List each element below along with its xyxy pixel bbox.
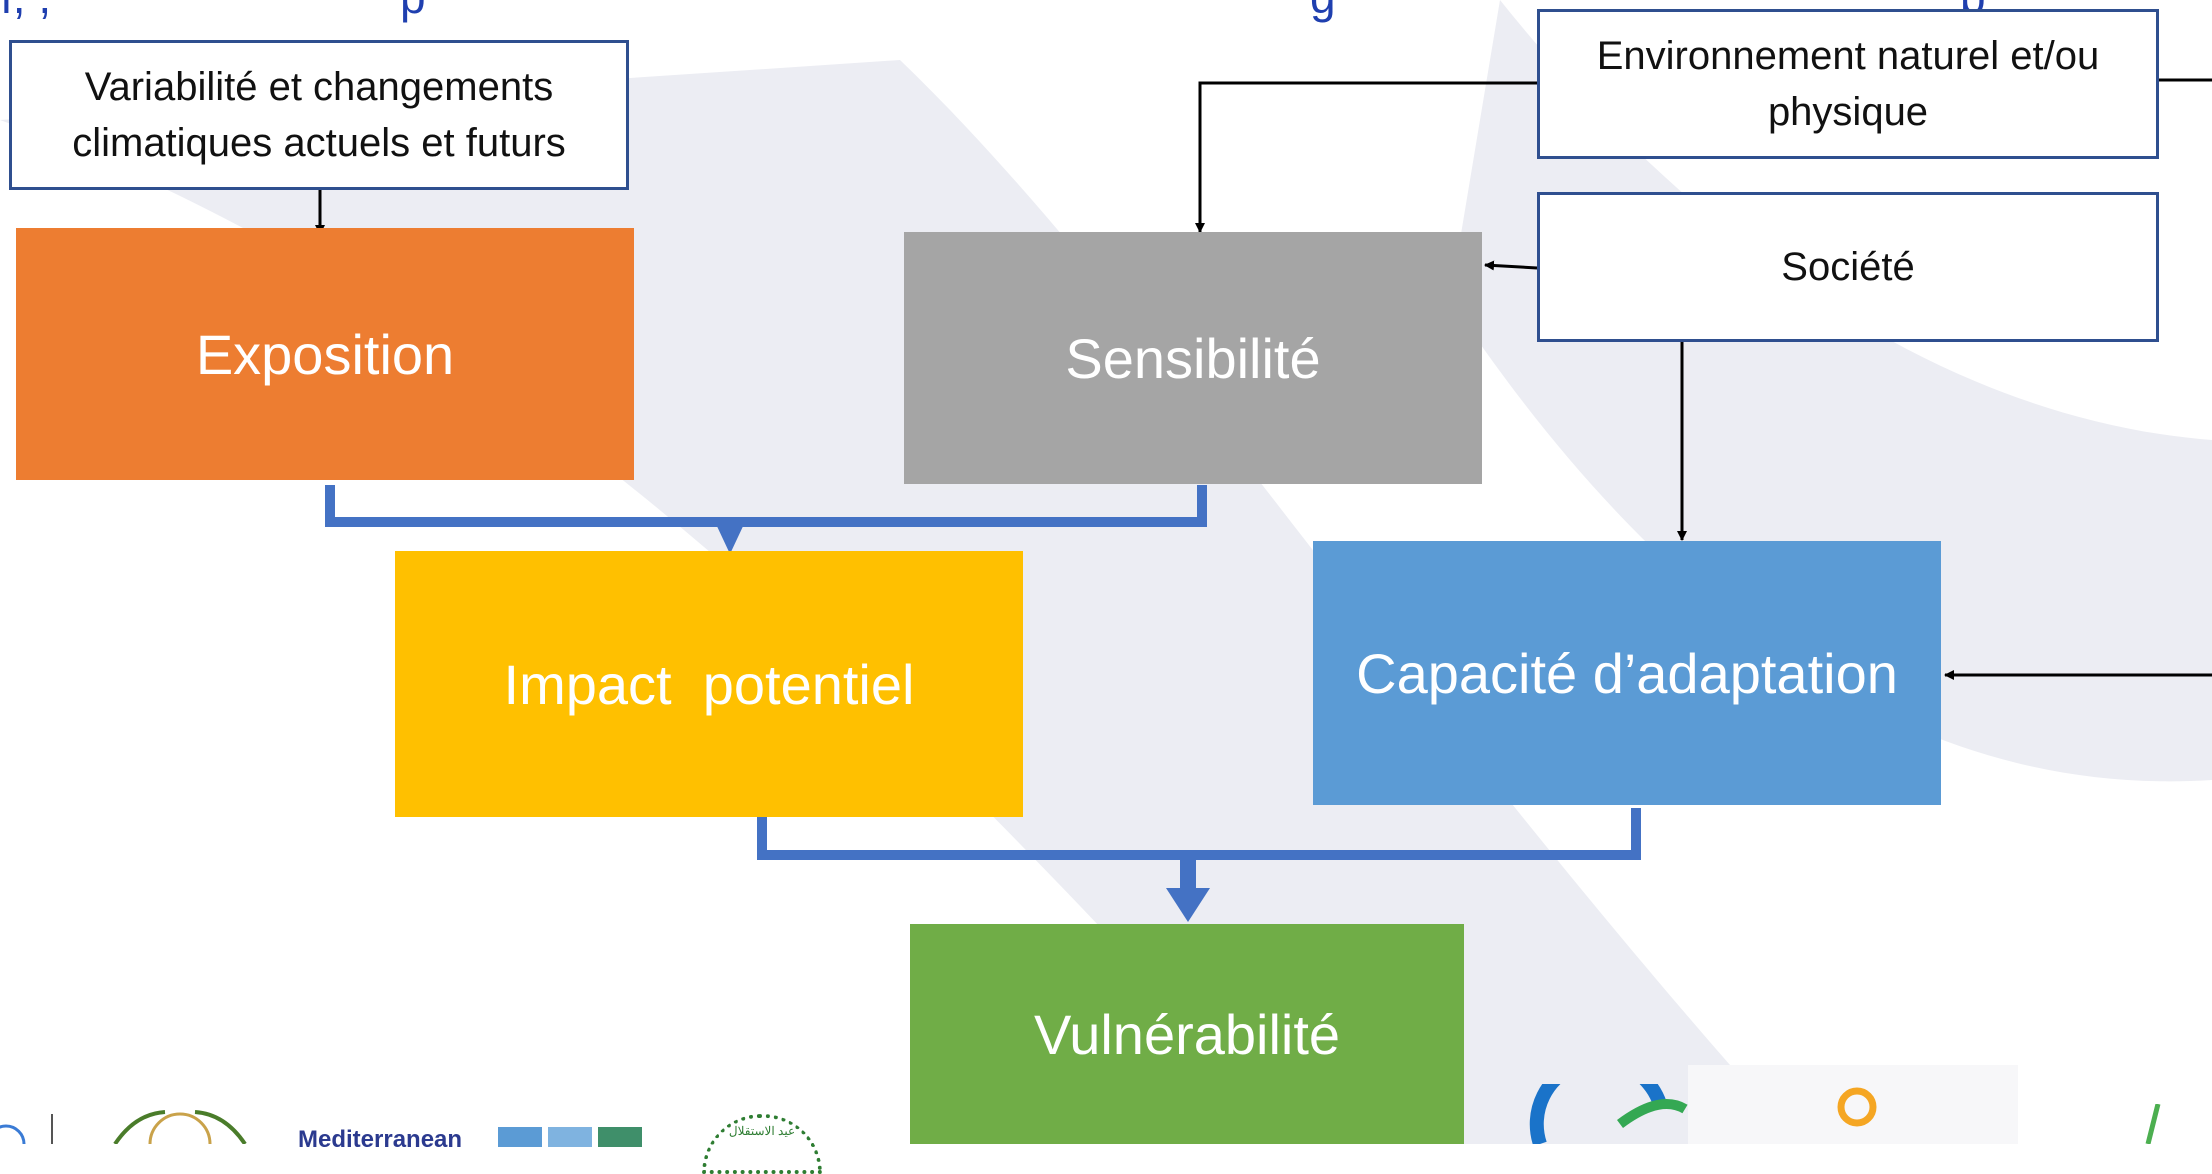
bracket-impact-capacite [757,808,1641,860]
node-capacite-label: Capacité d’adaptation [1356,641,1898,705]
title-fragment-left: ı, , [0,0,51,24]
logo-blue-squares [498,1127,642,1147]
node-vulnerabilite: Vulnérabilité [910,924,1464,1144]
connectors [315,78,2212,922]
logo-left-emblem [0,1114,53,1144]
input-environment-label: Environnement naturel et/ou physique [1596,34,2100,134]
input-climate: Variabilité et changements climatiques a… [9,40,629,190]
input-environment: Environnement naturel et/ou physique [1537,9,2159,159]
node-impact: Impact potentiel [395,551,1023,817]
node-exposition-label: Exposition [195,322,455,386]
logo-globe [1529,1084,1688,1144]
input-society-label: Société [1781,245,1915,289]
logo-mediterranean: Mediterranean [298,1126,463,1153]
input-society: Société [1537,192,2159,342]
logo-green-mark [2145,1104,2161,1144]
title-fragment-p: p [400,0,426,24]
logo-orange-ring [1837,1087,1877,1127]
logo-olive-wreath [113,1110,247,1144]
logo-white-panel [1688,1065,2018,1144]
title-fragment-g: g [1310,0,1336,24]
node-vulnerabilite-label: Vulnérabilité [1033,1003,1341,1066]
node-exposition: Exposition [16,228,634,480]
node-capacite: Capacité d’adaptation [1313,541,1941,805]
arrow-to-vulnerabilite [1166,888,1210,922]
arrow-environment-to-sensibilite [1195,81,1537,233]
input-climate-label: Variabilité et changements climatiques a… [72,65,566,165]
arrow-society-to-sensibilite [1484,260,1538,271]
logo-arabic-seal-text: عيد الاستقلال [728,1124,796,1138]
node-impact-label: Impact potentiel [503,652,915,716]
node-sensibilite: Sensibilité [904,232,1482,484]
node-sensibilite-label: Sensibilité [1065,326,1321,390]
bracket-exposition-sensibilite [325,485,1207,527]
arrow-to-impact [715,522,745,554]
